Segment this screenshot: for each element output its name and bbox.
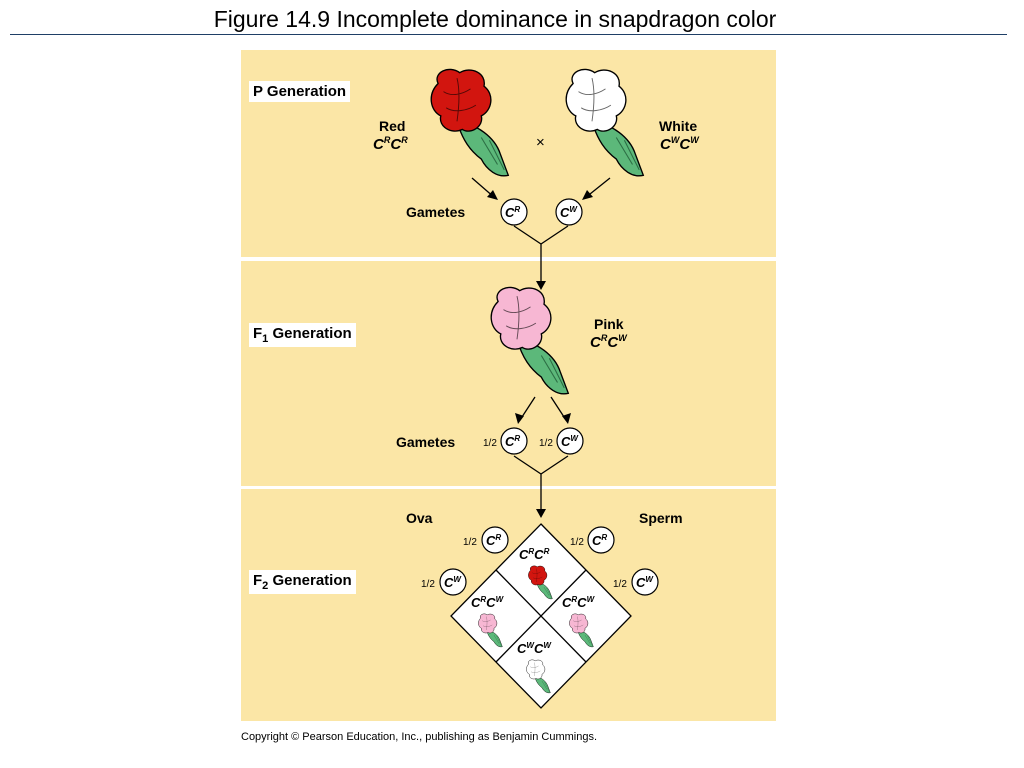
p-gamete-r: CR (505, 205, 520, 220)
red-flower-icon (430, 68, 509, 177)
arrowheads (487, 190, 593, 518)
f1-generation-label: F1 Generation (249, 323, 356, 347)
sperm-r-fraction: 1/2 (570, 537, 584, 548)
gamete-join-lines (513, 225, 569, 282)
sperm-label: Sperm (639, 510, 683, 526)
f1-gamete-w: CW (561, 434, 579, 449)
sperm-w-circle (631, 568, 659, 596)
ova-r: CR (486, 533, 501, 548)
white-flower-icon (565, 68, 644, 177)
sperm-r: CR (592, 533, 607, 548)
ova-w-fraction: 1/2 (421, 579, 435, 590)
p-gamete-w: CW (560, 205, 578, 220)
sperm-w: CW (636, 575, 654, 590)
red-genotype: CRCR (373, 135, 408, 153)
f1-gamete-r-fraction: 1/2 (483, 438, 497, 449)
pink-phenotype-label: Pink (594, 316, 624, 332)
white-phenotype-label: White (659, 118, 698, 134)
ova-r-circle (481, 526, 509, 554)
p-gametes-label: Gametes (406, 204, 466, 220)
p-gamete-w-circle (555, 198, 583, 226)
cell-left-genotype: CRCW (471, 595, 505, 610)
f1-gamete-r-circle (500, 427, 528, 455)
f1-gamete-join-lines (513, 455, 569, 510)
cell-top-genotype: CRCR (519, 547, 550, 562)
ova-w-circle (439, 568, 467, 596)
p-generation-label: P Generation (249, 81, 351, 102)
f1-gamete-w-circle (556, 427, 584, 455)
f2-generation-label: F2 Generation (249, 570, 356, 594)
ova-label: Ova (406, 510, 433, 526)
f1-gametes-label: Gametes (396, 434, 456, 450)
f1-gamete-w-fraction: 1/2 (539, 438, 553, 449)
copyright-notice: Copyright © Pearson Education, Inc., pub… (241, 731, 598, 743)
cross-symbol: × (536, 134, 545, 151)
red-phenotype-label: Red (379, 118, 406, 134)
cell-right-genotype: CRCW (562, 595, 596, 610)
slide-title: Figure 14.9 Incomplete dominance in snap… (213, 6, 777, 32)
punnett-square (450, 523, 632, 709)
cell-bottom-genotype: CWCW (517, 641, 552, 656)
ova-w: CW (444, 575, 462, 590)
sperm-w-fraction: 1/2 (613, 579, 627, 590)
p-gamete-r-circle (500, 198, 528, 226)
sperm-r-circle (587, 526, 615, 554)
white-genotype: CWCW (660, 135, 699, 153)
pink-flower-icon (490, 286, 569, 395)
pink-genotype: CRCW (590, 333, 627, 351)
ova-r-fraction: 1/2 (463, 537, 477, 548)
f1-gamete-r: CR (505, 434, 520, 449)
title-rule (10, 34, 1007, 35)
